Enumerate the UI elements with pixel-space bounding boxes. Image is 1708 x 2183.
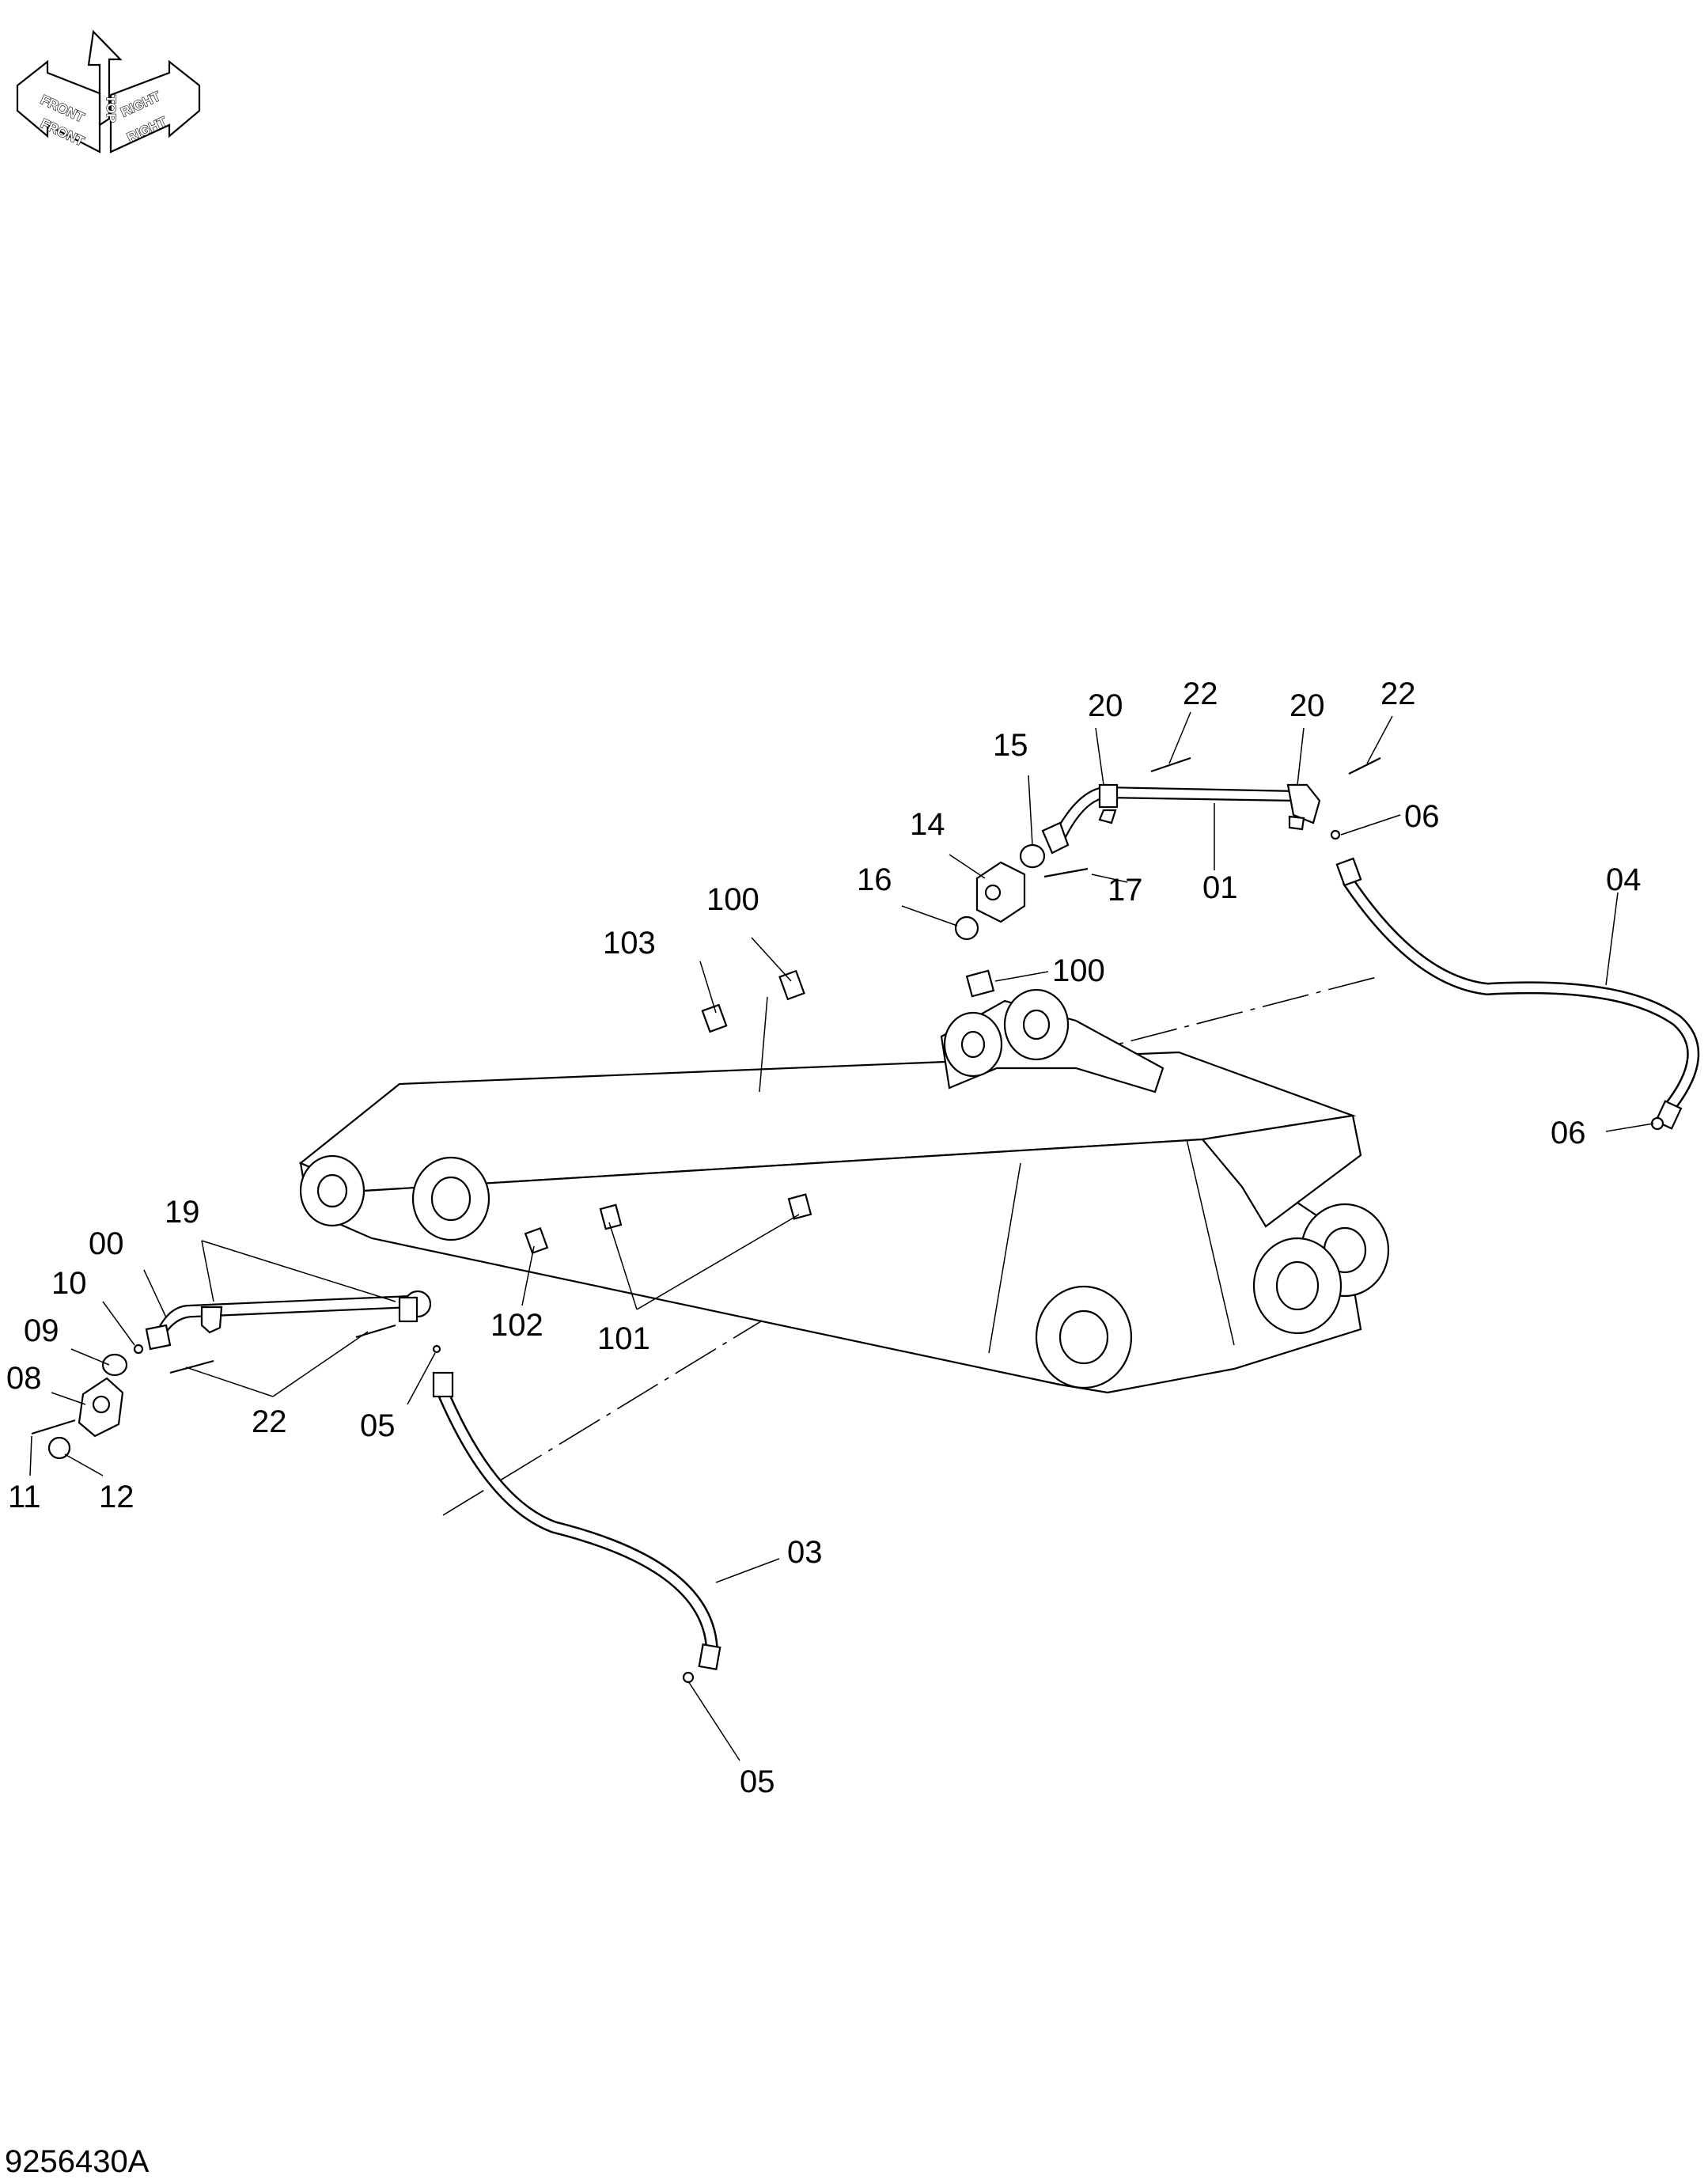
bolt-17 bbox=[1043, 867, 1089, 878]
callout-06-hose-end: 06 bbox=[1551, 1116, 1586, 1150]
callout-14: 14 bbox=[910, 807, 945, 842]
o-ring-06-a bbox=[1330, 829, 1341, 840]
callout-01: 01 bbox=[1202, 870, 1238, 905]
callout-15: 15 bbox=[993, 728, 1028, 763]
hose-04 bbox=[1335, 857, 1700, 1130]
clamp-101-a bbox=[599, 1203, 623, 1230]
callout-19: 19 bbox=[165, 1195, 200, 1230]
callout-22-front: 22 bbox=[252, 1404, 287, 1439]
orientation-top-label: TOP bbox=[104, 95, 119, 123]
callout-05-front: 05 bbox=[360, 1408, 396, 1443]
callout-03: 03 bbox=[787, 1535, 823, 1570]
callout-100-right: 100 bbox=[1052, 953, 1105, 988]
callout-04: 04 bbox=[1606, 862, 1642, 897]
callout-102: 102 bbox=[490, 1308, 543, 1343]
bolt-22-a bbox=[1150, 756, 1191, 773]
fitting-09 bbox=[101, 1353, 128, 1377]
orientation-indicator: TOP FRONT FRONT RIGHT RIGHT bbox=[16, 29, 201, 153]
pipe-00 bbox=[145, 1290, 432, 1351]
callout-22-left: 22 bbox=[1183, 677, 1218, 711]
callout-11: 11 bbox=[8, 1480, 41, 1514]
clamp-102 bbox=[524, 1226, 549, 1255]
callout-20-left: 20 bbox=[1088, 688, 1123, 723]
leader-lines bbox=[29, 711, 1654, 1761]
callout-20-right: 20 bbox=[1290, 688, 1325, 723]
cap-12 bbox=[47, 1436, 71, 1460]
callout-22-right: 22 bbox=[1380, 677, 1416, 711]
callout-101: 101 bbox=[597, 1321, 650, 1356]
o-ring-05-a bbox=[432, 1344, 441, 1354]
fitting-15 bbox=[1019, 843, 1046, 869]
callout-06-top: 06 bbox=[1404, 799, 1440, 834]
callout-12: 12 bbox=[99, 1480, 134, 1514]
hose-03 bbox=[432, 1371, 721, 1670]
callout-100-left: 100 bbox=[706, 882, 759, 917]
callout-103: 103 bbox=[603, 926, 656, 961]
bolt-22-c bbox=[169, 1359, 214, 1374]
right-arrow-icon bbox=[109, 59, 201, 153]
clamp-100-b bbox=[965, 969, 995, 998]
callout-08: 08 bbox=[6, 1361, 42, 1396]
clamp-101-b bbox=[787, 1193, 812, 1220]
cap-16 bbox=[954, 915, 979, 941]
clamp-100-a bbox=[778, 969, 805, 1001]
callout-16: 16 bbox=[857, 862, 892, 897]
front-arrow-icon bbox=[16, 59, 101, 153]
bolt-22-b bbox=[1348, 757, 1381, 775]
top-arrow-icon bbox=[87, 29, 123, 127]
boom-arm bbox=[298, 988, 1390, 1394]
figure-number: 9256430A bbox=[5, 2144, 150, 2179]
clamp-103 bbox=[701, 1003, 728, 1033]
callout-05-hose-end: 05 bbox=[740, 1764, 775, 1799]
callout-labels: 19 00 10 09 08 11 12 22 05 03 05 102 101… bbox=[6, 677, 1642, 1799]
valve-08 bbox=[78, 1377, 124, 1438]
o-ring-06-b bbox=[1650, 1116, 1664, 1131]
valve-14 bbox=[975, 861, 1026, 923]
pipe-01 bbox=[1041, 783, 1321, 855]
o-ring-05-b bbox=[682, 1671, 695, 1684]
bolt-11 bbox=[31, 1419, 76, 1435]
callout-10: 10 bbox=[51, 1266, 87, 1301]
callout-09: 09 bbox=[24, 1313, 59, 1348]
callout-00: 00 bbox=[89, 1226, 124, 1261]
callout-17: 17 bbox=[1108, 873, 1143, 908]
o-ring-10 bbox=[133, 1344, 144, 1355]
